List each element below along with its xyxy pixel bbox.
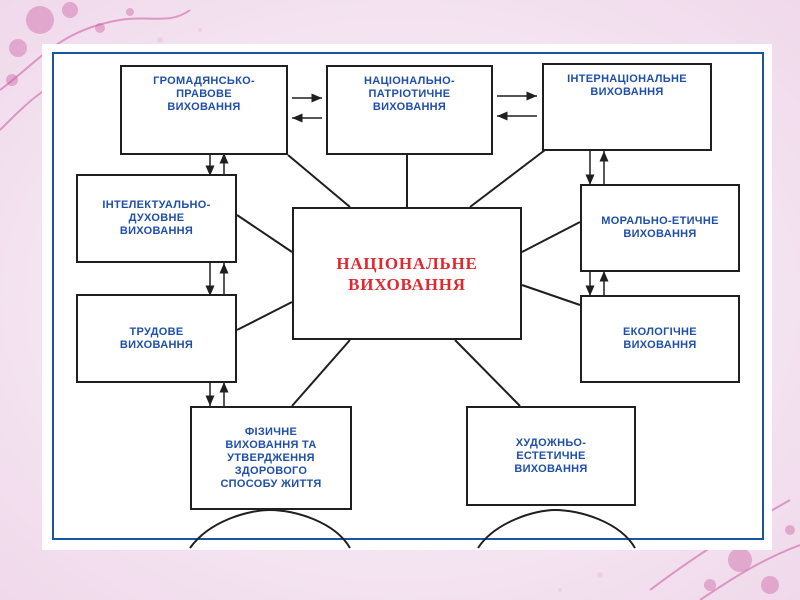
link-center-international [469,149,546,208]
link-center-aesthetic [454,339,521,407]
node-physical-health: ФІЗИЧНЕ ВИХОВАННЯ ТА УТВЕРДЖЕННЯ ЗДОРОВО… [190,406,352,510]
link-center-labor [236,301,293,331]
node-moral-ethical: МОРАЛЬНО-ЕТИЧНЕ ВИХОВАННЯ [580,184,740,272]
link-center-physical [291,339,351,407]
node-civic-legal: ГРОМАДЯНСЬКО- ПРАВОВЕ ВИХОВАННЯ [120,65,288,155]
link-center-civic [287,154,351,208]
node-artistic-aesthetic: ХУДОЖНЬО- ЕСТЕТИЧНЕ ВИХОВАННЯ [466,406,636,506]
node-labor-label: ТРУДОВЕ ВИХОВАННЯ [119,325,194,351]
link-center-intellectual [236,214,293,253]
node-ecological-label: ЕКОЛОГІЧНЕ ВИХОВАННЯ [623,326,697,351]
link-center-moral [521,221,581,253]
node-civic-legal-label: ГРОМАДЯНСЬКО- ПРАВОВЕ ВИХОВАННЯ [153,75,255,113]
node-intellectual-spiritual: ІНТЕЛЕКТУАЛЬНО- ДУХОВНЕ ВИХОВАННЯ [76,174,237,263]
node-intellectual-spiritual-label: ІНТЕЛЕКТУАЛЬНО- ДУХОВНЕ ВИХОВАННЯ [102,199,211,237]
node-moral-ethical-label: МОРАЛЬНО-ЕТИЧНЕ ВИХОВАННЯ [601,215,719,240]
node-artistic-aesthetic-label: ХУДОЖНЬО- ЕСТЕТИЧНЕ ВИХОВАННЯ [514,436,588,475]
node-international-label: ІНТЕРНАЦІОНАЛЬНЕ ВИХОВАННЯ [567,73,687,98]
node-ecological: ЕКОЛОГІЧНЕ ВИХОВАННЯ [580,295,740,383]
bottom-arc-right [477,508,636,549]
link-center-ecological [521,284,581,306]
node-national-patriotic: НАЦІОНАЛЬНО- ПАТРІОТИЧНЕ ВИХОВАННЯ [326,65,493,155]
node-national-patriotic-label: НАЦІОНАЛЬНО- ПАТРІОТИЧНЕ ВИХОВАННЯ [364,75,455,113]
diagram-border [52,52,764,540]
node-labor: ТРУДОВЕ ВИХОВАННЯ [76,294,237,383]
bottom-arc-left [189,508,351,549]
node-international: ІНТЕРНАЦІОНАЛЬНЕ ВИХОВАННЯ [542,63,712,151]
node-national-education-center: НАЦІОНАЛЬНЕ ВИХОВАННЯ [292,207,522,340]
node-national-education-center-label: НАЦІОНАЛЬНЕ ВИХОВАННЯ [336,253,478,294]
flourish-bottom-right [704,525,795,594]
node-physical-health-label: ФІЗИЧНЕ ВИХОВАННЯ ТА УТВЕРДЖЕННЯ ЗДОРОВО… [220,425,322,490]
